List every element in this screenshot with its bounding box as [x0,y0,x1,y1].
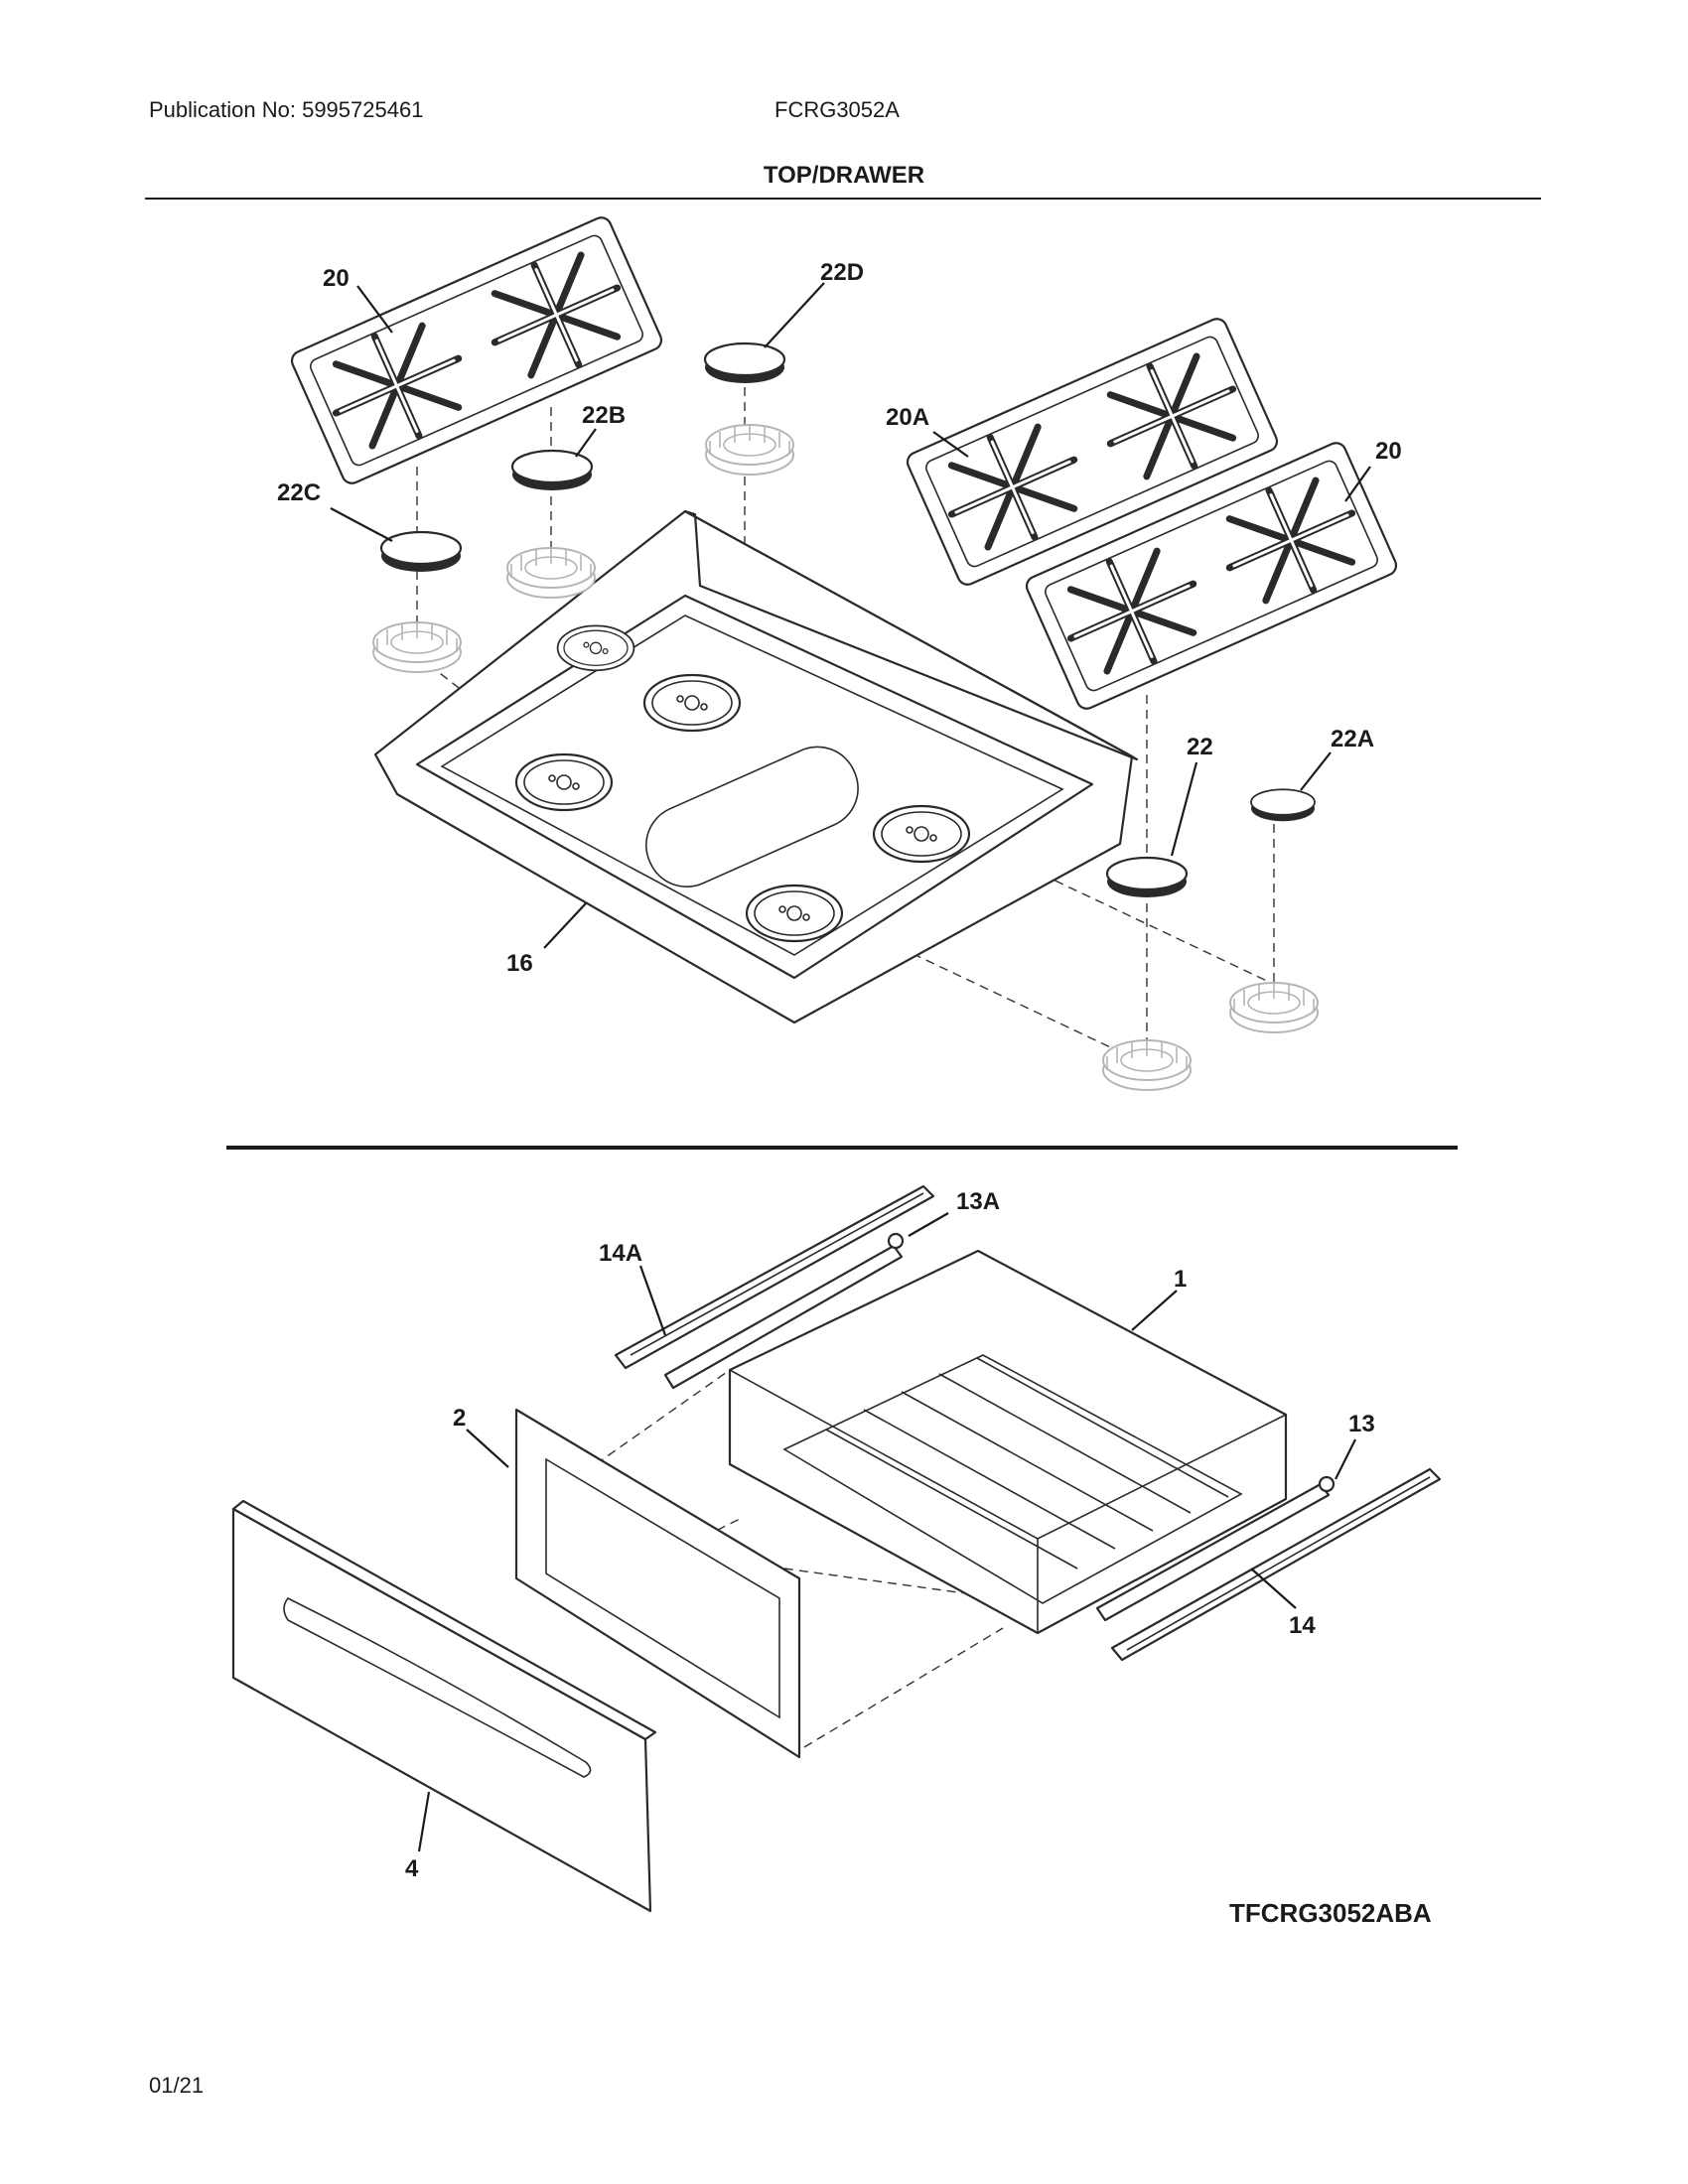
burner-port-front [745,884,844,943]
cooktop-16 [373,509,1139,1024]
drawer-front-panel-4 [231,1499,657,1913]
burner-cap-22C [379,530,463,574]
burner-cap-22D [703,341,786,385]
callout-20A: 20A [886,404,929,431]
callout-22D: 22D [820,259,864,286]
burner-head-22B [506,547,596,599]
burner-head-22D [705,424,794,476]
burner-head-22 [1102,1039,1192,1091]
page-number: 01/21 [149,2073,205,2098]
callout-16: 16 [506,950,533,977]
model-number: FCRG3052A [774,97,900,122]
burner-port-right [872,804,971,864]
slide-rail-13 [1095,1475,1336,1622]
slide-rail-13A [663,1232,905,1390]
callout-22A: 22A [1331,726,1374,752]
callout-22C: 22C [277,479,321,506]
diagram-id: TFCRG3052ABA [1229,1898,1432,1928]
burner-cap-22A [1250,788,1316,823]
callout-22: 22 [1187,734,1213,760]
drawer-box-1 [728,1249,1288,1635]
publication-number: Publication No: 5995725461 [149,97,424,122]
burner-head-22A [1229,982,1319,1033]
section-divider [226,1146,1458,1150]
leader-lines-bottom [417,1212,1356,1852]
burner-head-22C [372,621,462,673]
callout-2: 2 [453,1405,466,1432]
header-rule [145,198,1541,200]
burner-port-center [556,624,635,672]
burner-cap-22B [510,449,594,492]
grate-20-left [289,214,664,486]
burner-port-left [514,752,614,812]
callout-20-right: 20 [1375,438,1402,465]
callout-1: 1 [1174,1266,1187,1293]
callout-4: 4 [405,1855,419,1882]
callout-14: 14 [1289,1612,1316,1639]
section-title: TOP/DRAWER [763,162,925,189]
drawer-inner-panel-2 [514,1408,801,1759]
callout-22B: 22B [582,402,626,429]
callout-13A: 13A [956,1188,1000,1215]
burner-port-rear [642,673,742,733]
slide-14 [1110,1467,1442,1662]
callout-20-left: 20 [323,265,350,292]
slide-14A [614,1184,935,1370]
leader-lines-top [330,282,1371,949]
callout-13: 13 [1348,1411,1375,1437]
callout-14A: 14A [599,1240,642,1267]
burner-cap-22 [1105,856,1189,899]
